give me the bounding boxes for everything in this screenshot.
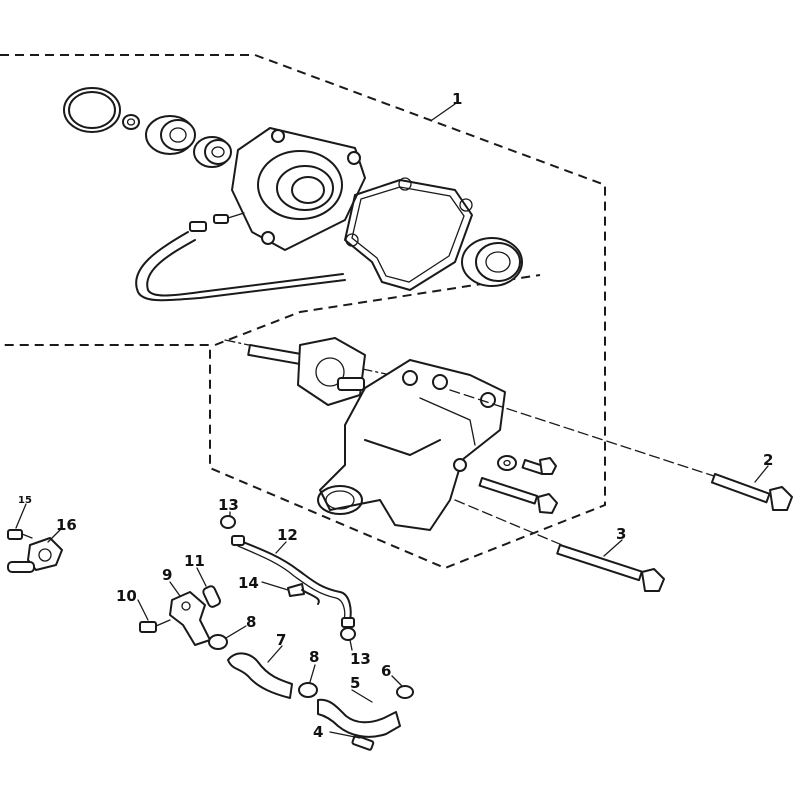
part-8-clamp-b (298, 682, 318, 698)
part-12-pipe (231, 535, 355, 628)
part-11-clamp (202, 585, 222, 608)
callout-15: 15 (18, 495, 32, 506)
part-10-bolt (139, 619, 171, 633)
callout-13b: 13 (350, 650, 371, 668)
pump-cover-housing (231, 127, 366, 251)
part-9-bracket (169, 591, 211, 646)
part-4-bolt (351, 734, 375, 751)
part-6-clamp (396, 685, 414, 699)
callout-3: 3 (616, 525, 626, 543)
callout-1: 1 (452, 90, 462, 108)
callout-13a: 13 (218, 496, 239, 514)
callout-16: 16 (56, 516, 77, 534)
part-8-clamp-a (208, 634, 228, 650)
gasket (344, 177, 473, 291)
callout-12: 12 (277, 526, 298, 544)
callout-6: 6 (381, 662, 391, 680)
callout-8a: 8 (246, 613, 256, 631)
bearing-2 (193, 136, 232, 168)
callout-11: 11 (184, 552, 205, 570)
bolt-medium (478, 476, 558, 514)
callout-2: 2 (763, 451, 773, 469)
leader-lines (15, 103, 769, 739)
washer-small (497, 455, 517, 471)
part-5-hose (317, 698, 401, 738)
bolt-long-3 (556, 544, 665, 592)
part-16-joint (7, 537, 63, 573)
bolt-long-2 (710, 473, 793, 511)
oil-seal-large (461, 237, 523, 287)
bolt-2-axis (449, 389, 721, 479)
callout-8b: 8 (309, 648, 319, 666)
pump-body (317, 359, 506, 531)
hose-fitting (189, 212, 245, 232)
bolt-short (521, 457, 557, 475)
part-14-clip (287, 583, 320, 605)
inner-boundary (214, 274, 541, 346)
callout-9: 9 (162, 566, 172, 584)
part-7-hose (227, 652, 293, 699)
part-13-clip-a (220, 515, 236, 529)
callout-7: 7 (276, 631, 286, 649)
o-ring-inner (68, 91, 116, 129)
breather-hose-inner (146, 239, 344, 297)
callout-5: 5 (350, 674, 360, 692)
bearing-1 (145, 115, 196, 155)
oil-seal-small (122, 114, 140, 130)
o-ring (63, 87, 121, 133)
callout-14: 14 (238, 574, 259, 592)
bolt-3-axis (454, 499, 563, 546)
impeller-shaft (247, 337, 366, 406)
callout-10: 10 (116, 587, 137, 605)
breather-hose (135, 231, 346, 302)
part-15-bolt (7, 529, 33, 540)
callouts: 1 2 3 4 5 6 7 8 8 9 10 11 12 13 13 14 15… (18, 90, 773, 741)
assembly-boundary (0, 54, 606, 570)
callout-4: 4 (313, 723, 323, 741)
part-13-clip-b (340, 627, 356, 641)
